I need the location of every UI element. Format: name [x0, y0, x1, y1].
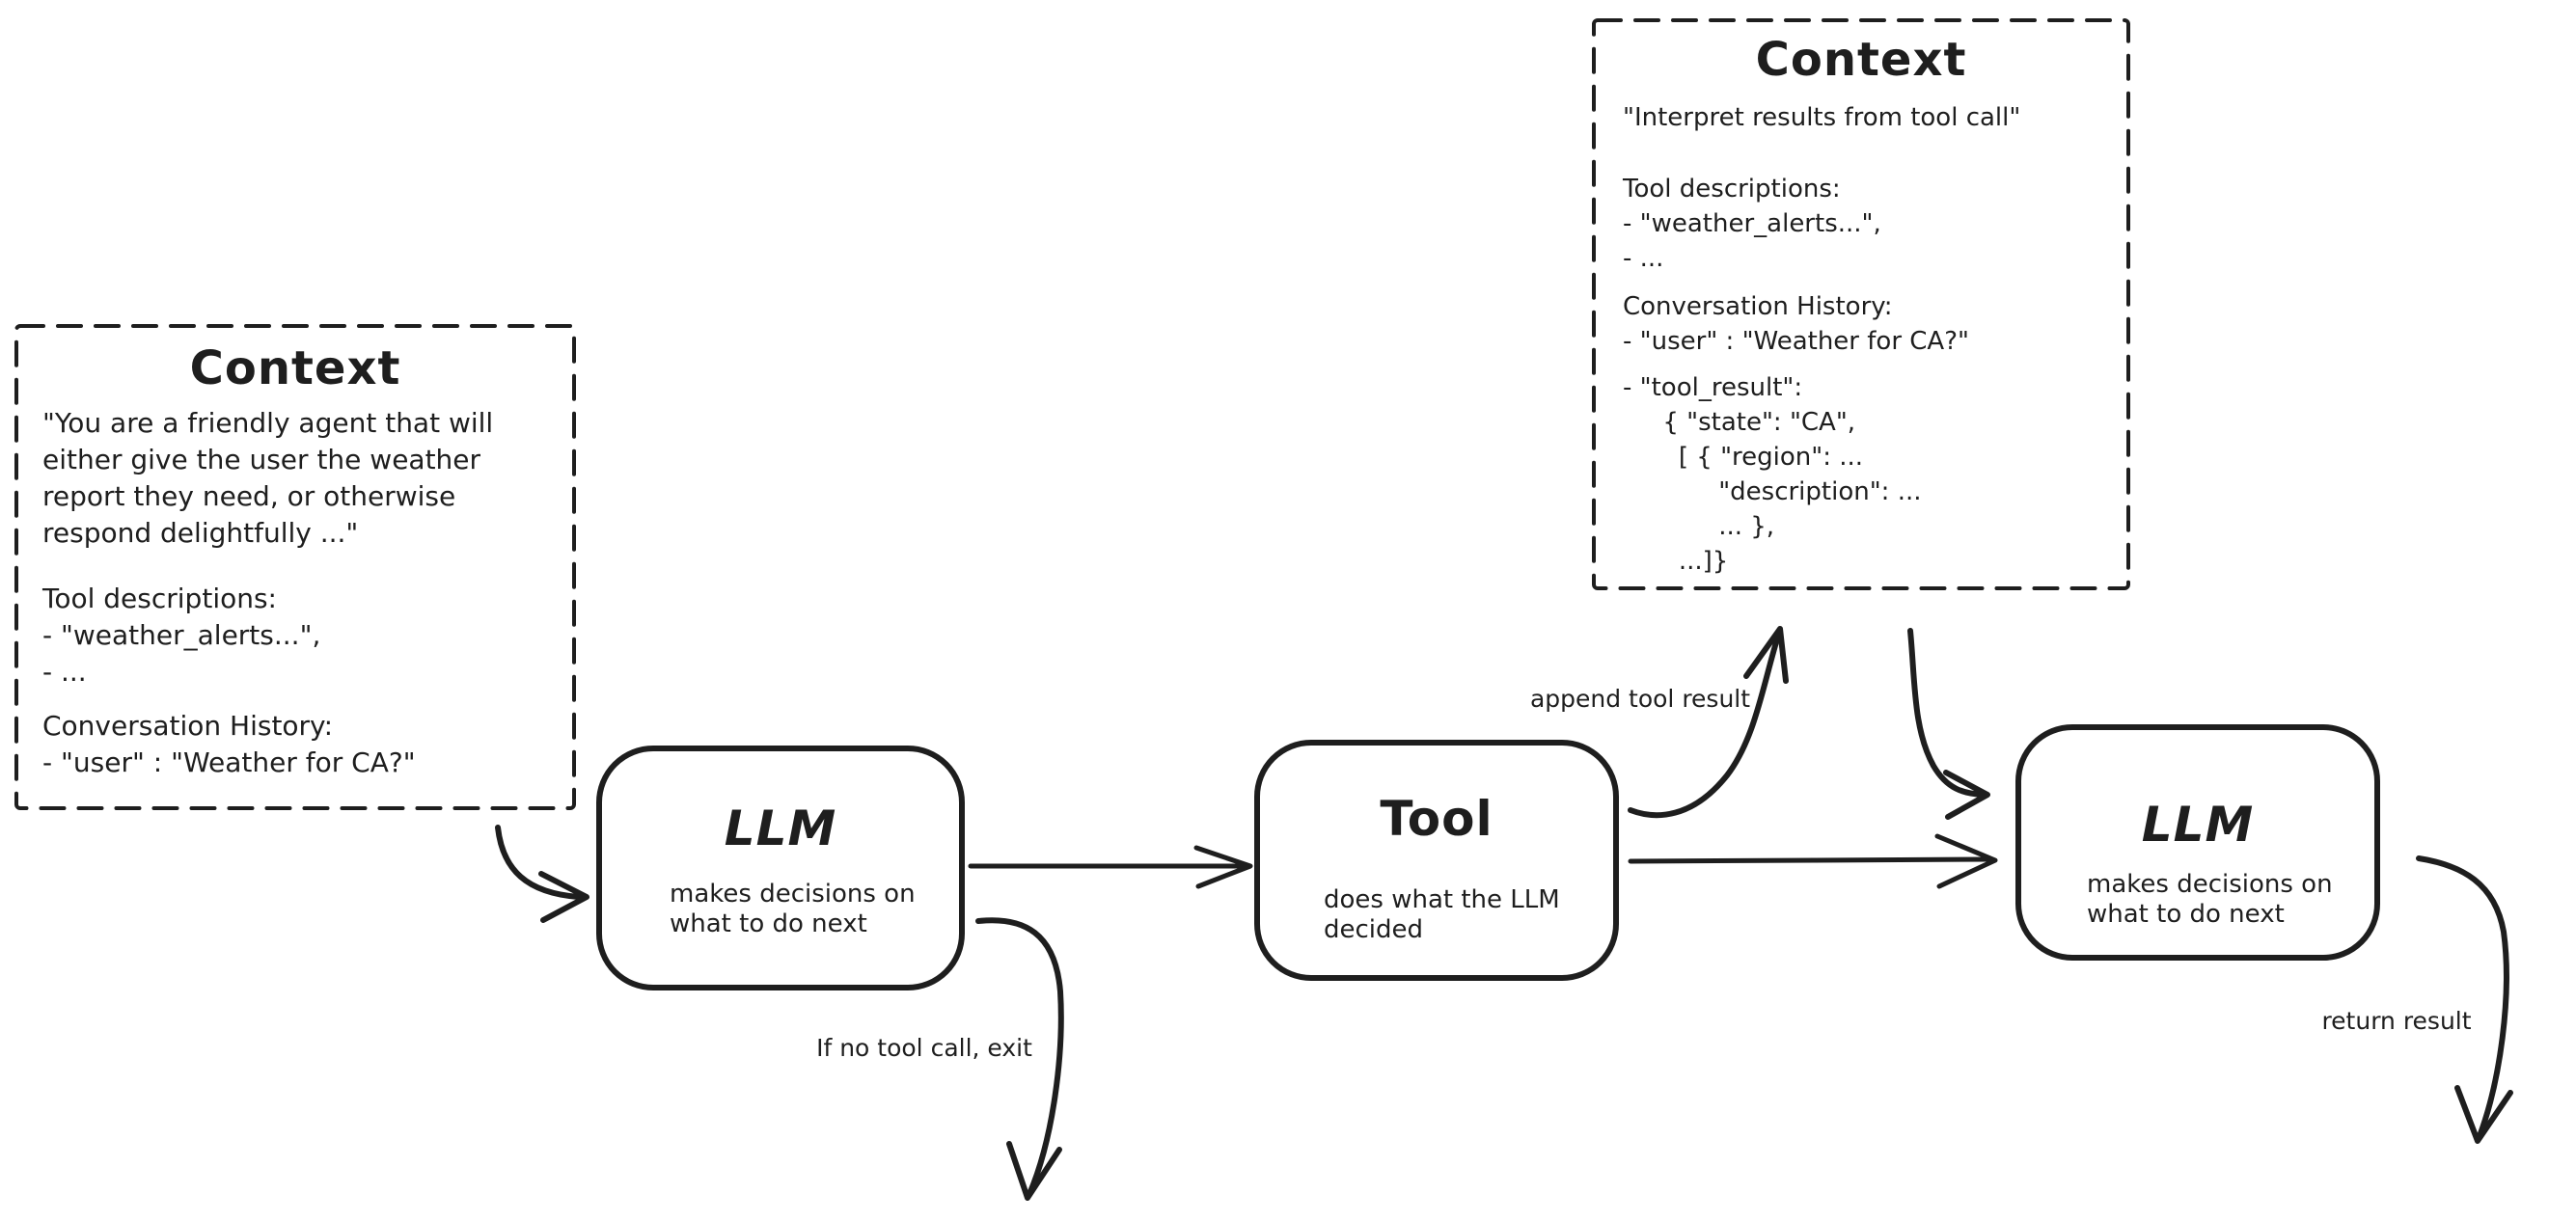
arrow-tool-to-llm2	[1628, 833, 1998, 889]
context-left-title: Context	[189, 341, 401, 395]
context-right-tool-descriptions: Tool descriptions: - "weather_alerts..."…	[1623, 175, 1881, 273]
llm-2-box	[2015, 724, 2380, 961]
llm-2-title: LLM	[2141, 797, 2255, 853]
arrow-context1-to-llm1	[495, 825, 589, 923]
edge-label-return-result: return result	[2321, 1007, 2472, 1035]
llm-1-title: LLM	[724, 800, 837, 856]
context-left-system-prompt: "You are a friendly agent that will eith…	[42, 407, 494, 549]
context-right-box	[1592, 18, 2130, 590]
context-right-system-prompt: "Interpret results from tool call"	[1623, 103, 2021, 132]
arrow-llm2-return	[2416, 855, 2513, 1144]
context-right-tool-result: - "tool_result": { "state": "CA", [ { "r…	[1623, 373, 1922, 576]
context-right-title: Context	[1755, 33, 1967, 87]
llm-1-subtitle: makes decisions on what to do next	[670, 880, 916, 938]
tool-title: Tool	[1380, 791, 1494, 847]
tool-subtitle: does what the LLM decided	[1324, 885, 1560, 944]
arrow-llm1-to-tool	[968, 845, 1253, 889]
context-left-box	[14, 324, 576, 810]
llm-1-box	[596, 746, 965, 990]
context-left-tool-descriptions: Tool descriptions: - "weather_alerts..."…	[42, 583, 321, 688]
edge-label-append-tool-result: append tool result	[1529, 685, 1751, 713]
arrow-tool-to-context2	[1628, 626, 1789, 819]
arrow-context2-to-llm2	[1907, 628, 1990, 820]
tool-box	[1254, 740, 1619, 981]
arrow-llm1-exit	[975, 917, 1064, 1201]
edge-label-no-tool-call-exit: If no tool call, exit	[816, 1034, 1032, 1062]
llm-2-subtitle: makes decisions on what to do next	[2087, 870, 2333, 929]
context-right-conversation-history: Conversation History: - "user" : "Weathe…	[1623, 292, 1969, 356]
context-left-conversation-history: Conversation History: - "user" : "Weathe…	[42, 710, 416, 778]
